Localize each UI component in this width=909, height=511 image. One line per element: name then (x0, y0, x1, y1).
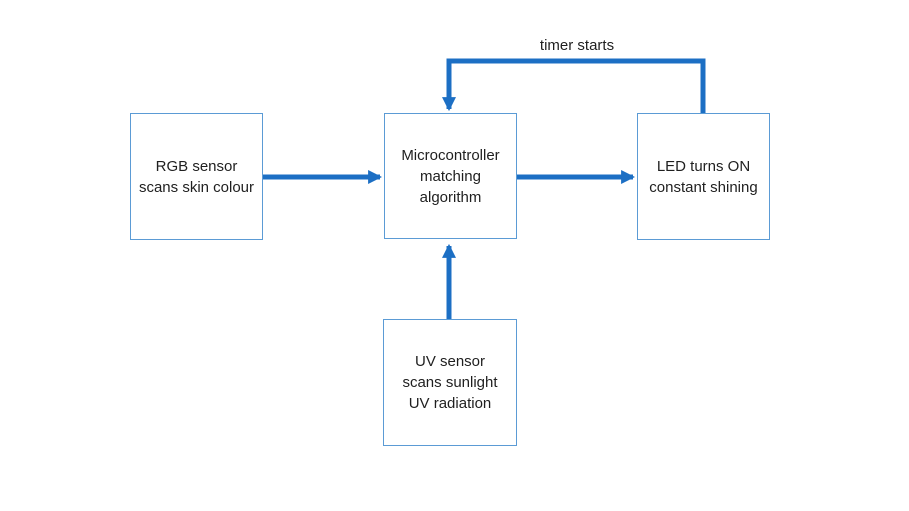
node-rgb-sensor: RGB sensor scans skin colour (130, 113, 263, 240)
node-uv-sensor-label: UV sensor scans sunlight UV radiation (402, 353, 498, 412)
node-led: LED turns ON constant shining (637, 113, 770, 240)
arrow-led-to-microcontroller-timer-loop (442, 58, 706, 113)
node-uv-sensor: UV sensor scans sunlight UV radiation (383, 319, 517, 446)
node-rgb-sensor-label: RGB sensor scans skin colour (138, 157, 255, 196)
node-led-label: LED turns ON constant shining (649, 157, 758, 196)
node-microcontroller-label: Microcontroller matching algorithm (401, 146, 500, 206)
timer-starts-label: timer starts (539, 37, 615, 54)
node-microcontroller: Microcontroller matching algorithm (384, 113, 517, 239)
